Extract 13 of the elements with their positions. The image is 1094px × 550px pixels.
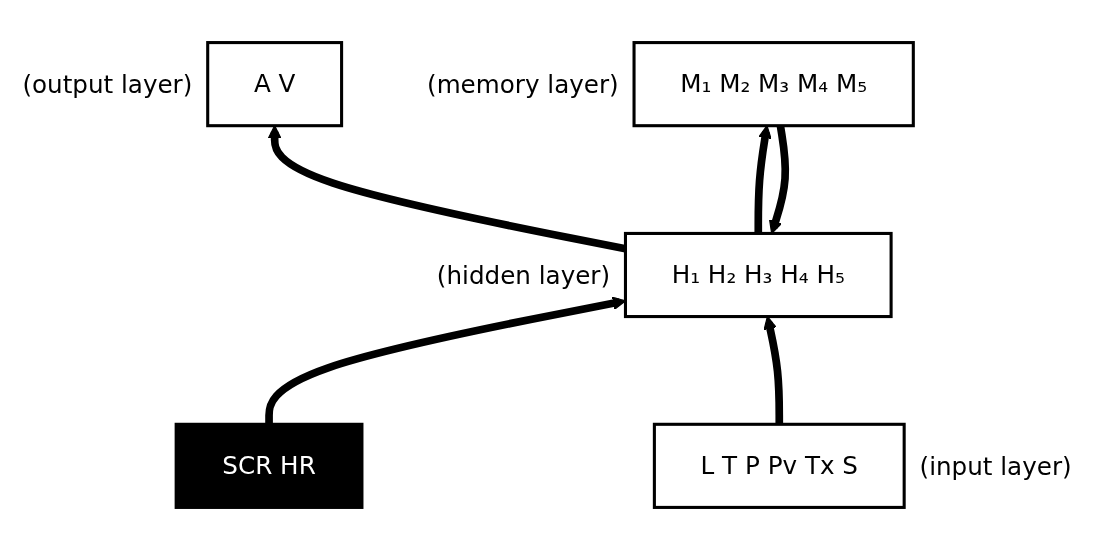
arrow xyxy=(754,125,772,234)
node-box: SCR HR xyxy=(174,422,364,509)
node-box: M₁ M₂ M₃ M₄ M₅ xyxy=(632,41,915,128)
node-box: H₁ H₂ H₃ H₄ H₅ xyxy=(623,231,893,319)
node-box: A V xyxy=(206,41,344,128)
node-box: L T P Pv Tx S xyxy=(652,422,906,509)
arrow xyxy=(763,315,784,425)
arrow xyxy=(267,125,627,253)
layer-caption: (memory layer) xyxy=(427,70,619,100)
layer-caption: (input layer) xyxy=(919,452,1072,482)
arrow xyxy=(769,125,790,235)
layer-caption: (output layer) xyxy=(22,70,193,100)
layer-caption: (hidden layer) xyxy=(436,261,611,291)
